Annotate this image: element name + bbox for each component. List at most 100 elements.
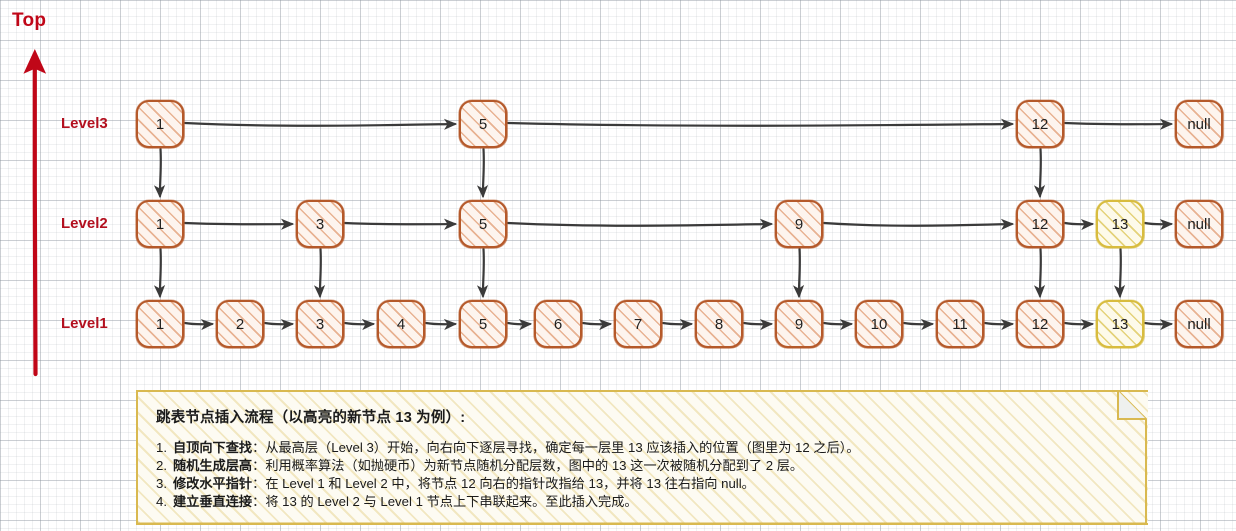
node-label: 1 (155, 315, 165, 333)
note-item: 2.随机生成层高：利用概率算法（如抛硬币）为新节点随机分配层数，图中的 13 这… (156, 457, 1168, 475)
node-label: null (1187, 115, 1211, 133)
note-item-separator: ： (252, 494, 266, 509)
skiplist-node-l3-12: 12 (1016, 100, 1064, 148)
skiplist-node-l2-5: 5 (459, 200, 507, 248)
edge-h-l1-12-to-13 (1063, 318, 1095, 331)
node-label: 5 (478, 315, 488, 333)
node-label: null (1187, 215, 1211, 233)
node-label: 7 (633, 315, 643, 333)
edge-h-l1-5-to-6 (506, 319, 533, 331)
level-label-3: Level3 (61, 115, 108, 132)
edge-h-l1-13-to-null (1143, 318, 1174, 331)
node-label: 1 (155, 215, 165, 233)
edge-h-l1-10-to-11 (902, 318, 935, 331)
edge-h-l1-9-to-10 (822, 318, 854, 331)
node-label: 2 (235, 315, 245, 333)
skiplist-node-l3-null: null (1175, 100, 1223, 148)
edge-v-5-l3-to-l2 (476, 147, 489, 199)
edge-h-l1-2-to-3 (263, 318, 295, 331)
node-label: 6 (553, 315, 563, 333)
edge-h-l1-3-to-4 (343, 318, 376, 331)
skiplist-node-l2-1: 1 (136, 200, 184, 248)
note-item-text: 在 Level 1 和 Level 2 中，将节点 12 向右的指针改指给 13… (265, 476, 755, 491)
skiplist-node-l1-11: 11 (936, 300, 984, 348)
skiplist-node-l2-13: 13 (1096, 200, 1144, 248)
edge-h-l1-7-to-8 (661, 318, 694, 331)
edge-v-1-l2-to-l1 (153, 247, 166, 299)
node-label: 5 (478, 215, 488, 233)
edge-h-l3-1-to-5 (183, 118, 458, 130)
node-label: 12 (1031, 115, 1049, 133)
note-item-separator: ： (252, 476, 266, 491)
note-item-term: 建立垂直连接 (173, 494, 253, 509)
note-title: 跳表节点插入流程（以高亮的新节点 13 为例）: (156, 410, 466, 426)
note-item: 1. 自顶向下查找：从最高层（Level 3）开始，向右向下逐层寻找，确定每一层里… (156, 439, 1168, 457)
note-item-text: 从最高层（Level 3）开始，向右向下逐层寻找，确定每一层里 13 应该插入的… (265, 440, 860, 455)
note-item-number: 2. (156, 458, 167, 473)
note-item-term: 自顶向下查找 (173, 440, 253, 455)
edge-h-l2-1-to-3 (183, 218, 295, 230)
node-label: 1 (155, 115, 165, 133)
edge-h-l1-1-to-2 (183, 318, 215, 331)
edge-h-l3-12-to-null (1063, 118, 1174, 130)
node-label: 9 (794, 315, 804, 333)
node-label: 8 (714, 315, 724, 333)
node-label: 3 (315, 215, 325, 233)
node-label: 11 (952, 315, 968, 333)
skiplist-node-l1-4: 4 (377, 300, 425, 348)
level-label-2: Level2 (61, 215, 108, 232)
note-item-term: 修改水平指针 (173, 476, 253, 491)
skiplist-node-l1-2: 2 (216, 300, 264, 348)
skiplist-node-l2-12: 12 (1016, 200, 1064, 248)
edge-v-3-l2-to-l1 (313, 247, 326, 299)
edge-h-l1-8-to-9 (742, 318, 774, 331)
skiplist-node-l3-5: 5 (459, 100, 507, 148)
edge-v-12-l3-to-l2 (1033, 147, 1046, 199)
edge-h-l2-3-to-5 (343, 218, 458, 230)
edge-h-l2-5-to-9 (506, 218, 774, 230)
note-item-separator: ： (252, 458, 266, 473)
edge-h-l3-5-to-12 (506, 118, 1015, 130)
skiplist-node-l2-9: 9 (775, 200, 823, 248)
skiplist-node-l1-9: 9 (775, 300, 823, 348)
skiplist-node-l1-7: 7 (614, 300, 662, 348)
node-label: null (1187, 315, 1211, 333)
note-item-list: 1.自顶向下查找：从最高层（Level 3）开始，向右向下逐层寻找，确定每一层里… (156, 439, 1168, 511)
node-label: 13 (1111, 315, 1129, 333)
edge-h-l1-6-to-7 (581, 318, 613, 331)
edge-h-l2-13-to-null (1143, 218, 1174, 231)
skiplist-node-l1-null: null (1175, 300, 1223, 348)
node-label: 12 (1031, 215, 1049, 233)
note-item-number: 1. (156, 440, 167, 455)
node-label: 3 (315, 315, 325, 333)
node-label: 4 (396, 315, 406, 333)
edge-h-l2-12-to-13 (1063, 218, 1095, 231)
edge-h-l2-9-to-12 (822, 218, 1015, 230)
skiplist-node-l1-8: 8 (695, 300, 743, 348)
note-item-number: 4. (156, 494, 167, 509)
edge-v-9-l2-to-l1 (792, 247, 805, 299)
skiplist-node-l1-12: 12 (1016, 300, 1064, 348)
top-label: Top (12, 10, 47, 31)
node-label: 12 (1031, 315, 1049, 333)
note-item-separator: ： (252, 440, 266, 455)
note-item-text: 将 13 的 Level 2 与 Level 1 节点上下串联起来。至此插入完成… (265, 494, 638, 509)
edge-v-12-l2-to-l1 (1033, 247, 1046, 299)
note-item-number: 3. (156, 476, 167, 491)
skiplist-node-l2-null: null (1175, 200, 1223, 248)
skiplist-node-l1-1: 1 (136, 300, 184, 348)
level-label-1: Level1 (61, 315, 108, 332)
note-item-term: 随机生成层高 (173, 458, 253, 473)
skiplist-node-l1-13: 13 (1096, 300, 1144, 348)
note-item: 4. 建立垂直连接：将 13 的 Level 2 与 Level 1 节点上下串联… (156, 493, 1168, 511)
node-label: 13 (1111, 215, 1129, 233)
note-item: 3. 修改水平指针：在 Level 1 和 Level 2 中，将节点 12 向右… (156, 475, 1168, 493)
node-label: 10 (870, 315, 888, 333)
skiplist-node-l1-6: 6 (534, 300, 582, 348)
edge-v-13-l2-to-l1 (1113, 247, 1126, 299)
edge-v-1-l3-to-l2 (153, 147, 166, 199)
skiplist-node-l1-5: 5 (459, 300, 507, 348)
